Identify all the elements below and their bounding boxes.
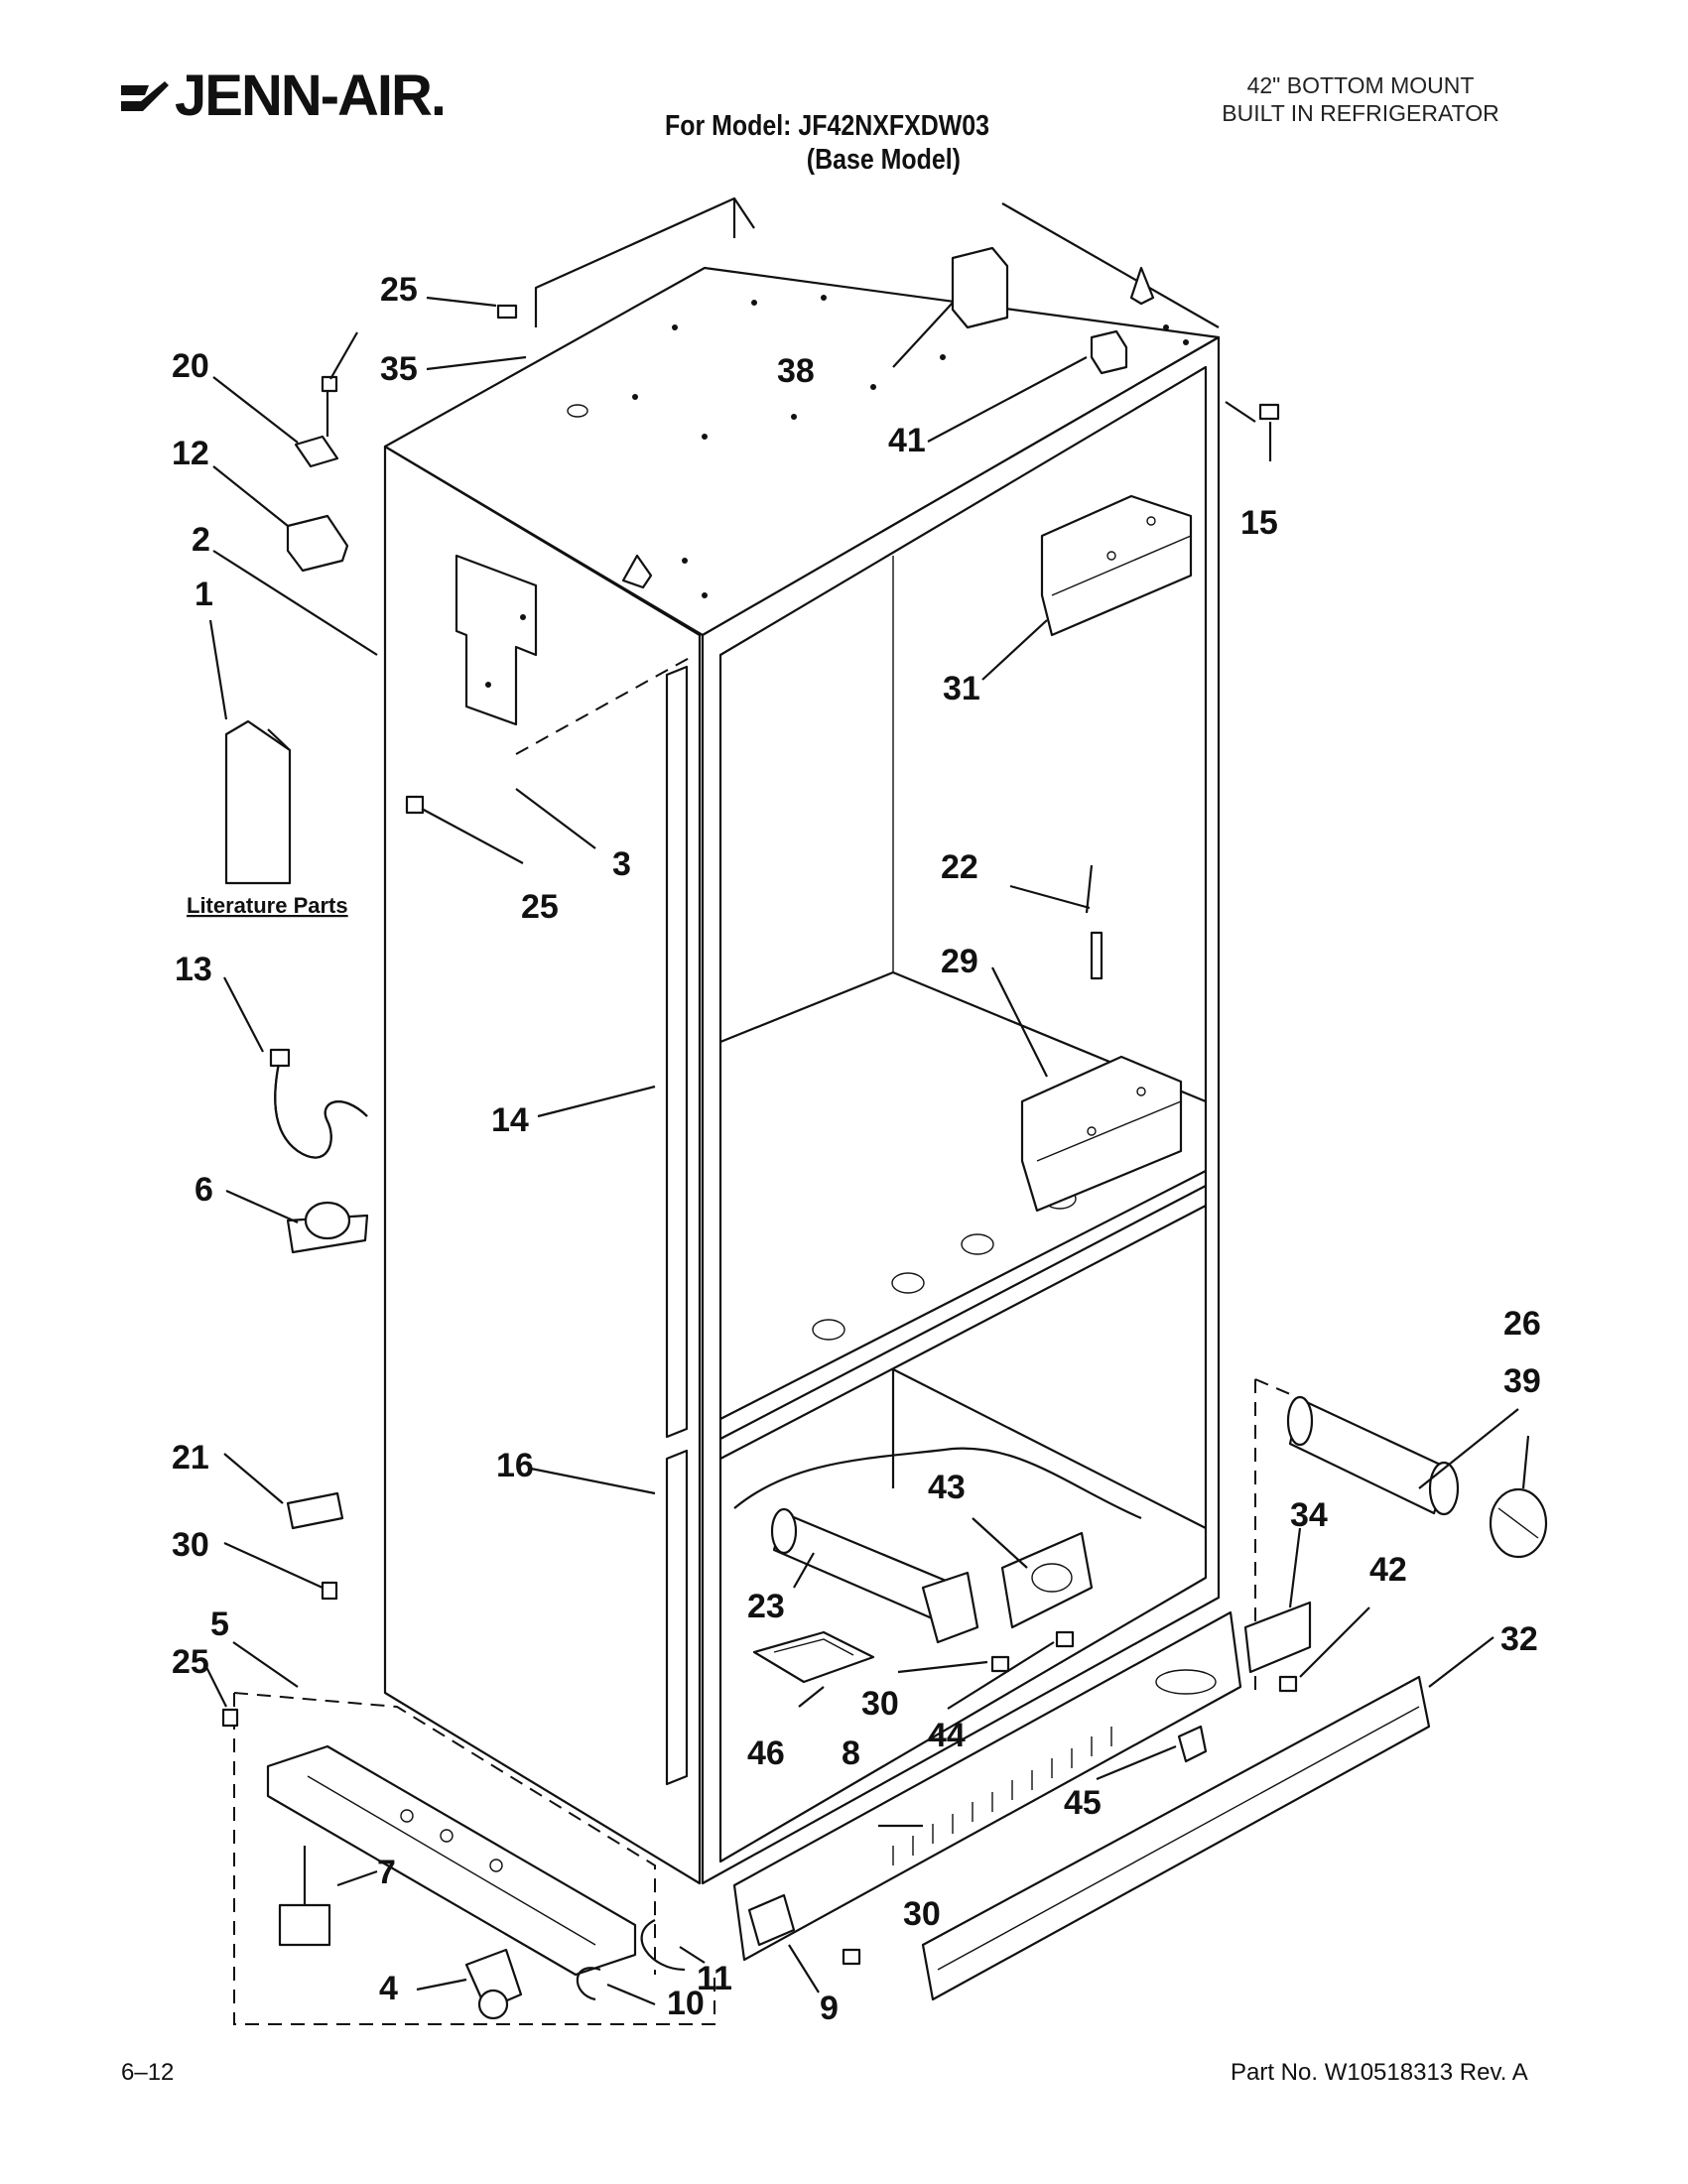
part-6-clamp: [286, 1201, 369, 1254]
part-29-hinge: [1020, 1055, 1183, 1213]
callout-30-bottom: 30: [903, 1895, 941, 1933]
part-45-clip: [1177, 1725, 1208, 1763]
part-10-eclip: [576, 1967, 601, 2001]
leader-lines: [205, 296, 1530, 2006]
part-46-tray: [752, 1630, 875, 1684]
callout-46: 46: [747, 1734, 785, 1772]
part-14-trim: [665, 665, 689, 1439]
callout-14: 14: [491, 1101, 529, 1139]
doc-title-line1: 42" BOTTOM MOUNT: [1246, 72, 1475, 98]
callout-38: 38: [777, 352, 815, 390]
part-22-pin: [1090, 931, 1104, 980]
callout-20: 20: [172, 347, 209, 385]
literature-parts-label: Literature Parts: [187, 893, 348, 918]
part-39-cap: [1489, 1487, 1548, 1559]
part-7-leveler: [278, 1846, 331, 1947]
callout-6: 6: [195, 1171, 213, 1209]
literature-parts: [224, 719, 292, 885]
callout-labels: 25 35 20 12 2 1 3 25 Literature Parts 13…: [172, 271, 1541, 2027]
callout-41: 41: [888, 422, 926, 459]
callout-13: 13: [175, 951, 212, 988]
callout-16: 16: [496, 1447, 534, 1484]
part-9-bracket: [747, 1893, 796, 1947]
part-16-trim: [665, 1449, 689, 1786]
callout-9: 9: [820, 1990, 839, 2027]
callout-4: 4: [379, 1970, 398, 2007]
callout-30-center: 30: [861, 1685, 899, 1723]
callout-15: 15: [1240, 504, 1278, 542]
doc-title-line2: BUILT IN REFRIGERATOR: [1222, 100, 1499, 126]
part-20-clamp: [294, 392, 339, 468]
brand-name: JENN-AIR.: [175, 64, 447, 128]
part-3-bracket: [454, 554, 696, 755]
callout-23: 23: [747, 1588, 785, 1625]
model-number: For Model: JF42NXFXDW03: [665, 110, 990, 142]
callout-8: 8: [842, 1734, 860, 1772]
part-11-clip: [640, 1919, 686, 1972]
part-31-hinge: [1040, 494, 1193, 637]
callout-26: 26: [1503, 1305, 1541, 1343]
callout-42: 42: [1369, 1551, 1407, 1589]
brand-logo: JENN-AIR.: [119, 62, 476, 131]
callout-45: 45: [1064, 1784, 1102, 1822]
part-43-bracket: [1000, 1531, 1094, 1629]
part-38-bracket: [951, 246, 1009, 329]
callout-25: 25: [380, 271, 418, 309]
callout-30-left: 30: [172, 1526, 209, 1564]
part-34-bracket: [1243, 1601, 1312, 1674]
callout-7: 7: [377, 1854, 396, 1891]
callout-2: 2: [192, 521, 210, 559]
callout-29: 29: [941, 943, 978, 980]
callout-39: 39: [1503, 1362, 1541, 1400]
callout-3: 3: [612, 845, 631, 883]
page-number: 6–12: [121, 2059, 175, 2086]
part-5-base: [266, 1744, 637, 1977]
callout-35: 35: [380, 350, 418, 388]
callout-44: 44: [928, 1717, 966, 1754]
part-21-bracket: [286, 1491, 344, 1530]
callout-22: 22: [941, 848, 978, 886]
callout-25-left: 25: [172, 1643, 209, 1681]
callout-25-mid: 25: [521, 888, 559, 926]
callout-11: 11: [697, 1960, 732, 1997]
part-32-kickplate: [921, 1675, 1431, 2001]
cabinet: [383, 196, 1221, 1885]
callout-31: 31: [943, 670, 980, 707]
callout-5: 5: [210, 1606, 229, 1643]
part-number: Part No. W10518313 Rev. A: [1231, 2059, 1528, 2086]
callout-10: 10: [667, 1985, 705, 2022]
callout-12: 12: [172, 435, 209, 472]
screw-icons: [221, 304, 1298, 1966]
part-23-tube: [770, 1507, 979, 1644]
callout-1: 1: [195, 576, 213, 613]
callout-32: 32: [1500, 1620, 1538, 1658]
part-4-roller: [464, 1948, 523, 2020]
callout-21: 21: [172, 1439, 209, 1477]
callout-34: 34: [1290, 1496, 1328, 1534]
part-13-tube: [269, 1048, 368, 1159]
model-heading: For Model: JF42NXFXDW03 (Base Model): [665, 109, 989, 177]
model-subtitle: (Base Model): [806, 144, 961, 176]
part-41-clip: [1090, 329, 1128, 375]
part-12-bracket: [286, 514, 349, 573]
brand-mark-icon: [121, 81, 169, 111]
part-8-grille: [732, 1610, 1242, 1962]
document-title: 42" BOTTOM MOUNT BUILT IN REFRIGERATOR: [1182, 71, 1539, 127]
callout-43: 43: [928, 1469, 966, 1506]
